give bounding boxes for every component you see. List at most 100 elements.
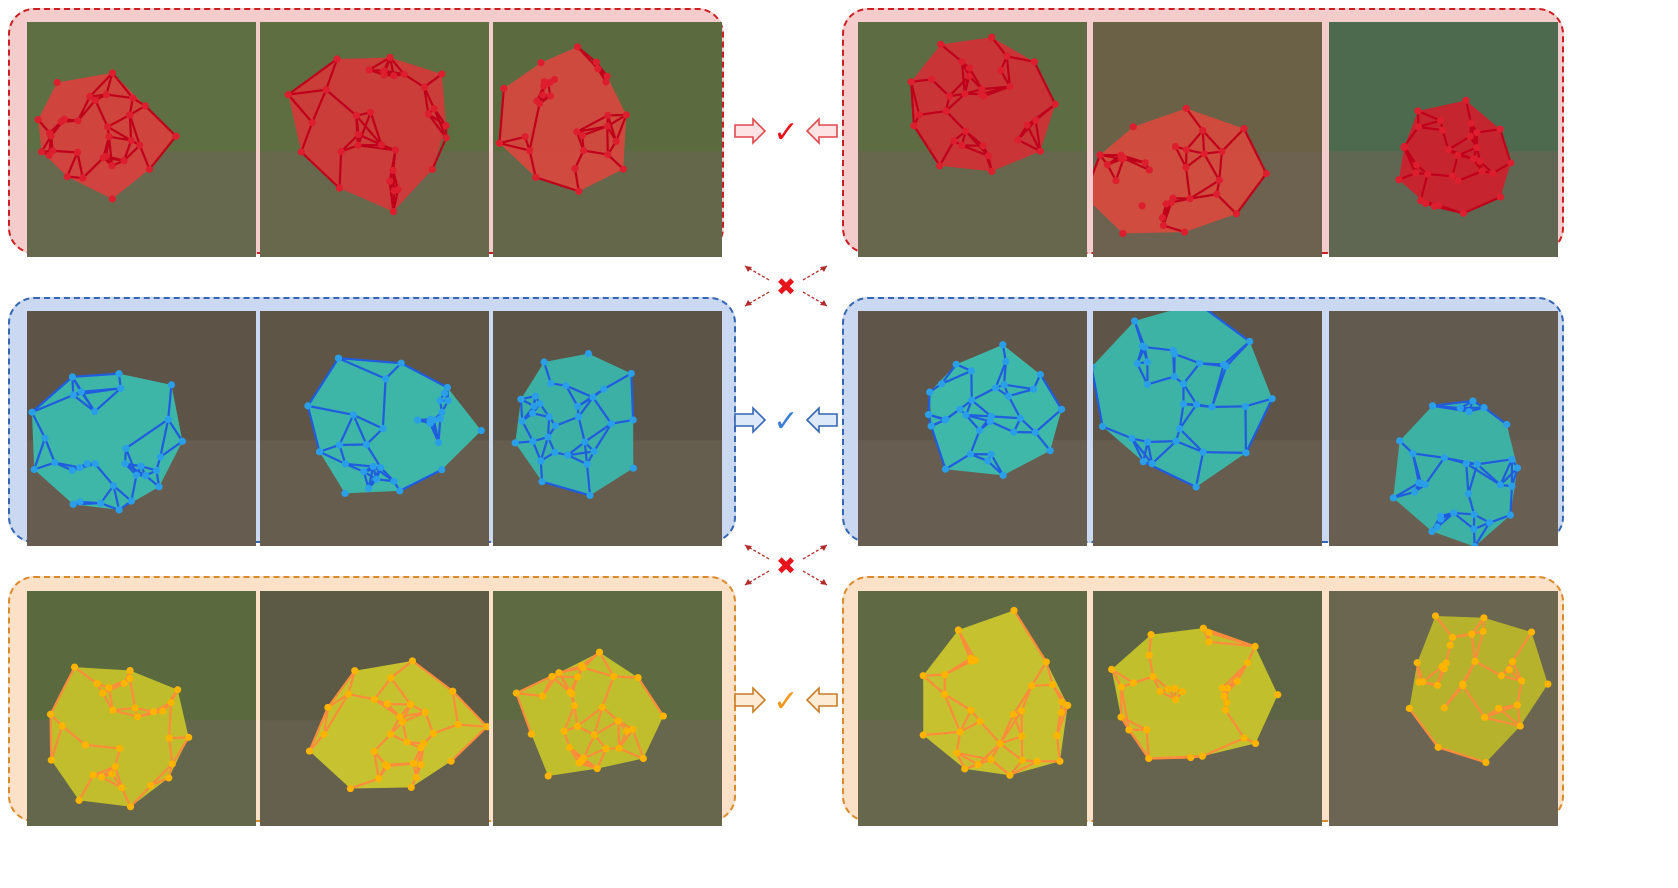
mesh-node bbox=[1473, 128, 1481, 137]
mesh-node bbox=[1143, 358, 1152, 366]
mesh-node bbox=[546, 92, 554, 100]
mesh-node bbox=[1158, 214, 1167, 222]
mesh-node bbox=[968, 396, 976, 404]
mesh-node bbox=[1199, 624, 1207, 632]
mesh-node bbox=[91, 460, 99, 468]
mesh-node bbox=[443, 383, 452, 392]
mesh-node bbox=[1032, 116, 1040, 124]
object-mask bbox=[516, 652, 664, 776]
mesh-node bbox=[74, 117, 82, 125]
mesh-node bbox=[1028, 682, 1036, 690]
mesh-node bbox=[34, 116, 42, 124]
mesh-node bbox=[387, 674, 395, 682]
mesh-node bbox=[1421, 199, 1430, 208]
mesh-node bbox=[1481, 713, 1489, 721]
mesh-node bbox=[37, 148, 46, 156]
mesh-node bbox=[28, 408, 36, 416]
mesh-node bbox=[1241, 402, 1250, 410]
mesh-node bbox=[965, 64, 974, 72]
mesh-node bbox=[436, 415, 444, 423]
mesh-node bbox=[564, 451, 572, 459]
mesh-node bbox=[341, 489, 349, 497]
mesh-node bbox=[937, 40, 945, 48]
mesh-node bbox=[622, 727, 631, 735]
mesh-node bbox=[639, 754, 647, 763]
mesh-node bbox=[1002, 357, 1010, 366]
blue-right-frame-2 bbox=[1093, 311, 1322, 546]
mesh-node bbox=[69, 391, 77, 399]
mesh-node bbox=[477, 427, 485, 435]
mesh-node bbox=[413, 416, 422, 424]
mesh-node bbox=[131, 704, 139, 712]
mesh-node bbox=[1182, 104, 1190, 112]
mesh-node bbox=[1192, 483, 1200, 491]
mesh-node bbox=[386, 177, 394, 185]
mesh-node bbox=[1145, 754, 1153, 763]
mesh-graph bbox=[919, 606, 1072, 779]
mesh-node bbox=[83, 460, 91, 468]
mesh-node bbox=[975, 426, 984, 434]
mesh-node bbox=[544, 433, 552, 441]
mesh-node bbox=[926, 388, 934, 396]
mesh-node bbox=[1223, 699, 1231, 707]
mesh-node bbox=[529, 437, 537, 445]
mesh-node bbox=[1129, 123, 1137, 131]
mesh-node bbox=[987, 450, 995, 458]
object-mask bbox=[50, 667, 189, 807]
mesh-node bbox=[1274, 691, 1282, 699]
mesh-node bbox=[386, 53, 394, 62]
mesh-node bbox=[1205, 638, 1213, 646]
mesh-graph bbox=[304, 354, 485, 497]
mesh-node bbox=[70, 663, 79, 671]
mesh-node bbox=[1179, 400, 1188, 408]
mesh-node bbox=[382, 375, 390, 383]
mesh-node bbox=[397, 359, 405, 367]
mesh-node bbox=[399, 718, 407, 726]
mesh-node bbox=[1058, 698, 1066, 706]
mesh-node bbox=[574, 402, 582, 410]
mesh-node bbox=[367, 108, 375, 116]
mesh-node bbox=[600, 385, 608, 393]
mesh-node bbox=[1466, 132, 1474, 140]
mesh-node bbox=[1053, 731, 1061, 740]
mesh-node bbox=[1507, 159, 1515, 167]
blue-left-frame-2 bbox=[260, 311, 489, 546]
mesh-node bbox=[108, 162, 116, 170]
mesh-node bbox=[386, 730, 395, 738]
mesh-node bbox=[167, 381, 176, 389]
mesh-node bbox=[1198, 752, 1206, 760]
mesh-node bbox=[595, 648, 604, 656]
mesh-node bbox=[592, 58, 600, 66]
mesh-node bbox=[305, 747, 314, 755]
mesh-node bbox=[394, 185, 402, 194]
object-mask bbox=[288, 57, 446, 212]
mesh-node bbox=[518, 417, 526, 425]
mesh-node bbox=[1508, 482, 1516, 490]
mesh-node bbox=[1064, 701, 1072, 709]
orange-right-frame-1 bbox=[858, 591, 1087, 826]
mesh-node bbox=[1544, 680, 1552, 688]
mesh-node bbox=[544, 772, 552, 780]
mesh-node bbox=[927, 422, 935, 430]
mesh-node bbox=[379, 424, 387, 433]
mesh-node bbox=[1023, 121, 1031, 129]
mesh-node bbox=[529, 409, 537, 417]
mesh-node bbox=[1411, 488, 1419, 496]
mesh-node bbox=[581, 438, 589, 446]
mesh-node bbox=[1117, 713, 1125, 721]
mesh-node bbox=[1503, 420, 1511, 429]
mesh-node bbox=[1009, 710, 1018, 719]
mesh-node bbox=[958, 58, 966, 66]
mesh-node bbox=[69, 500, 77, 508]
mesh-node bbox=[540, 358, 548, 366]
mesh-node bbox=[953, 749, 961, 757]
red-left-frame-1 bbox=[27, 22, 256, 257]
mesh-node bbox=[1141, 343, 1149, 351]
orange-match-connector: ✓ bbox=[731, 680, 841, 720]
mesh-node bbox=[1448, 633, 1457, 641]
mesh-node bbox=[987, 755, 995, 764]
mesh-node bbox=[89, 771, 97, 779]
mesh-node bbox=[1056, 757, 1064, 765]
mesh-node bbox=[438, 70, 446, 78]
mesh-node bbox=[551, 448, 559, 456]
